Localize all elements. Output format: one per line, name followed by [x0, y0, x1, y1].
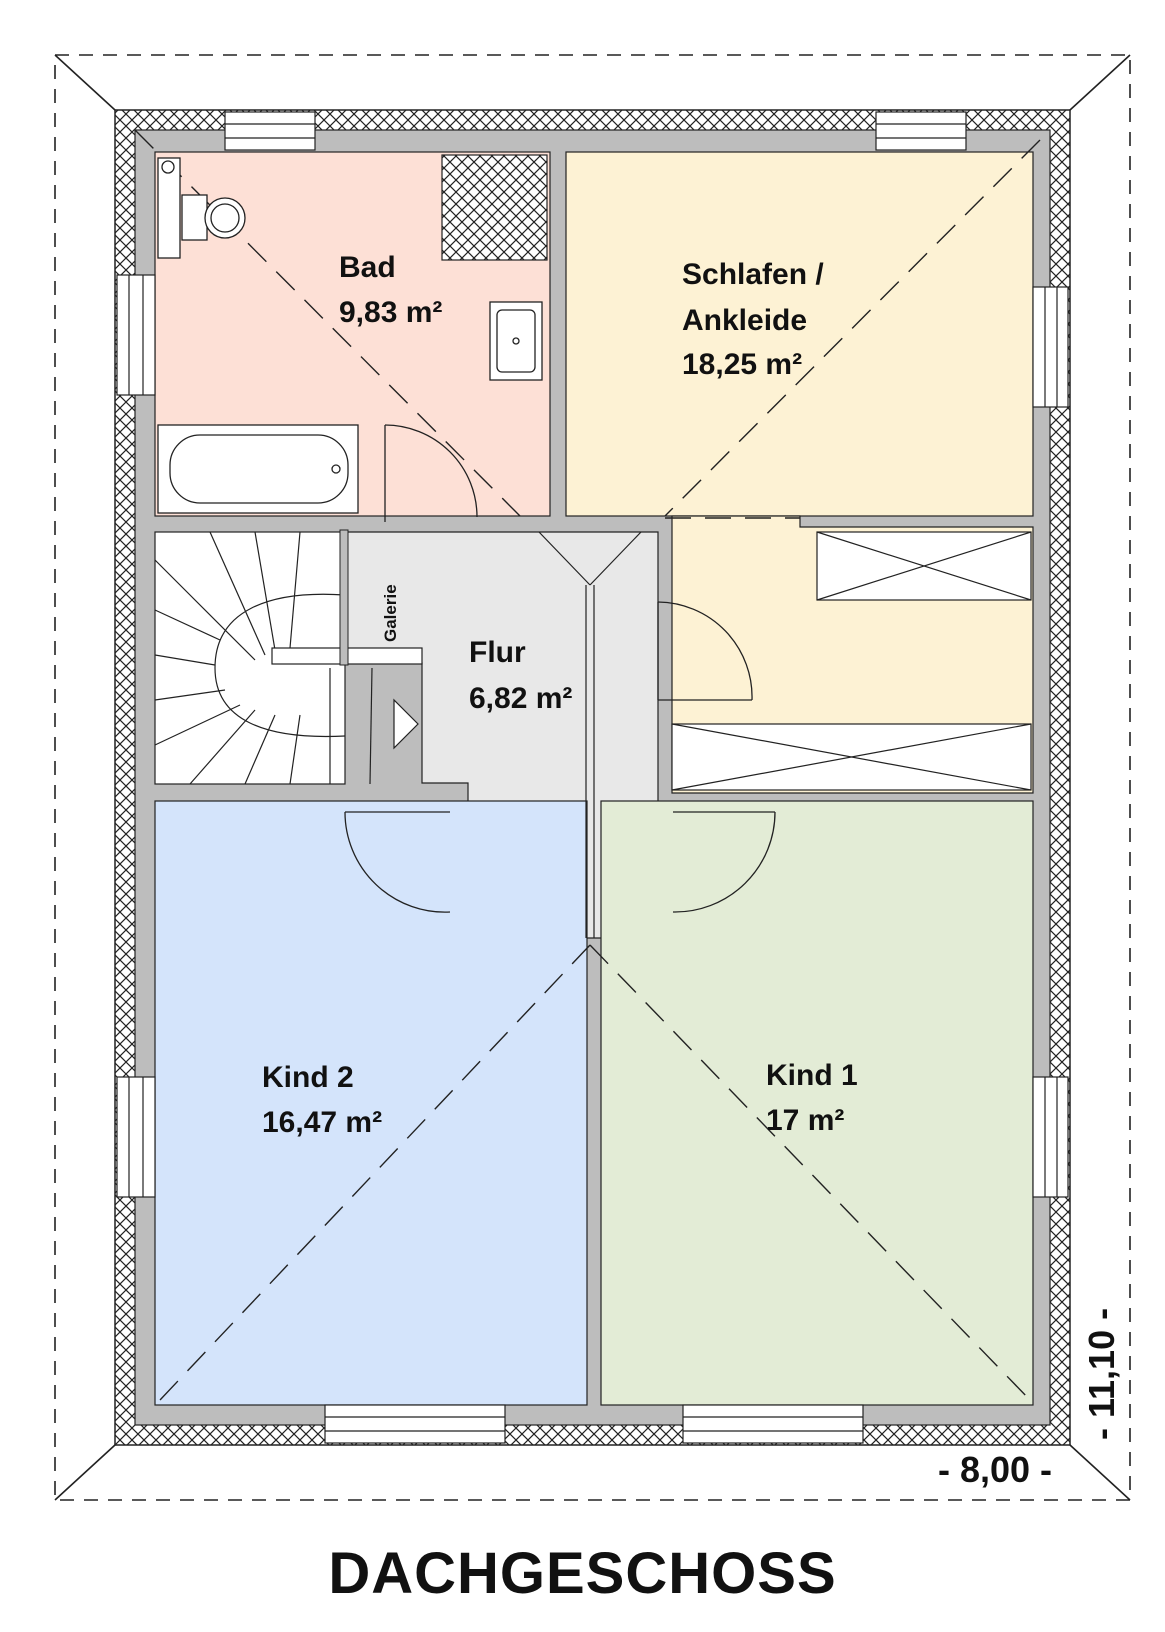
stair-wall: [339, 529, 349, 666]
room-kind1-fill: [600, 800, 1034, 1406]
roof-outline: [54, 54, 1131, 1501]
bad-area: 9,83 m²: [339, 296, 442, 329]
doors: [344, 424, 776, 913]
bathtub: [157, 424, 359, 514]
room-schlafen-fill: [565, 151, 1034, 517]
flur-name: Flur: [469, 636, 526, 669]
galerie-label: Galerie: [381, 584, 400, 642]
bad-name: Bad: [339, 251, 396, 284]
schlafen-name-line1: Schlafen /: [682, 258, 824, 291]
kind1-area: 17 m²: [766, 1104, 844, 1137]
wardrobes: [671, 531, 1032, 791]
flur-roof-lines: [538, 531, 642, 938]
schlafen-area: 18,25 m²: [682, 348, 802, 381]
kind2-name: Kind 2: [262, 1061, 354, 1094]
floor-title: DACHGESCHOSS: [328, 1541, 837, 1606]
shower-tray: [441, 154, 548, 261]
kind1-name: Kind 1: [766, 1059, 858, 1092]
flur-area: 6,82 m²: [469, 682, 572, 715]
windows: [116, 111, 1069, 1444]
room-kind2-fill: [154, 800, 588, 1406]
toilet: [157, 157, 246, 259]
schlafen-name-line2: Ankleide: [682, 304, 807, 337]
depth-dimension: - 11,10 -: [1081, 1308, 1122, 1440]
washbasin: [489, 301, 543, 381]
width-dimension: - 8,00 -: [938, 1449, 1052, 1490]
kind2-area: 16,47 m²: [262, 1106, 382, 1139]
roof-ridge-lines: [134, 129, 1041, 1401]
